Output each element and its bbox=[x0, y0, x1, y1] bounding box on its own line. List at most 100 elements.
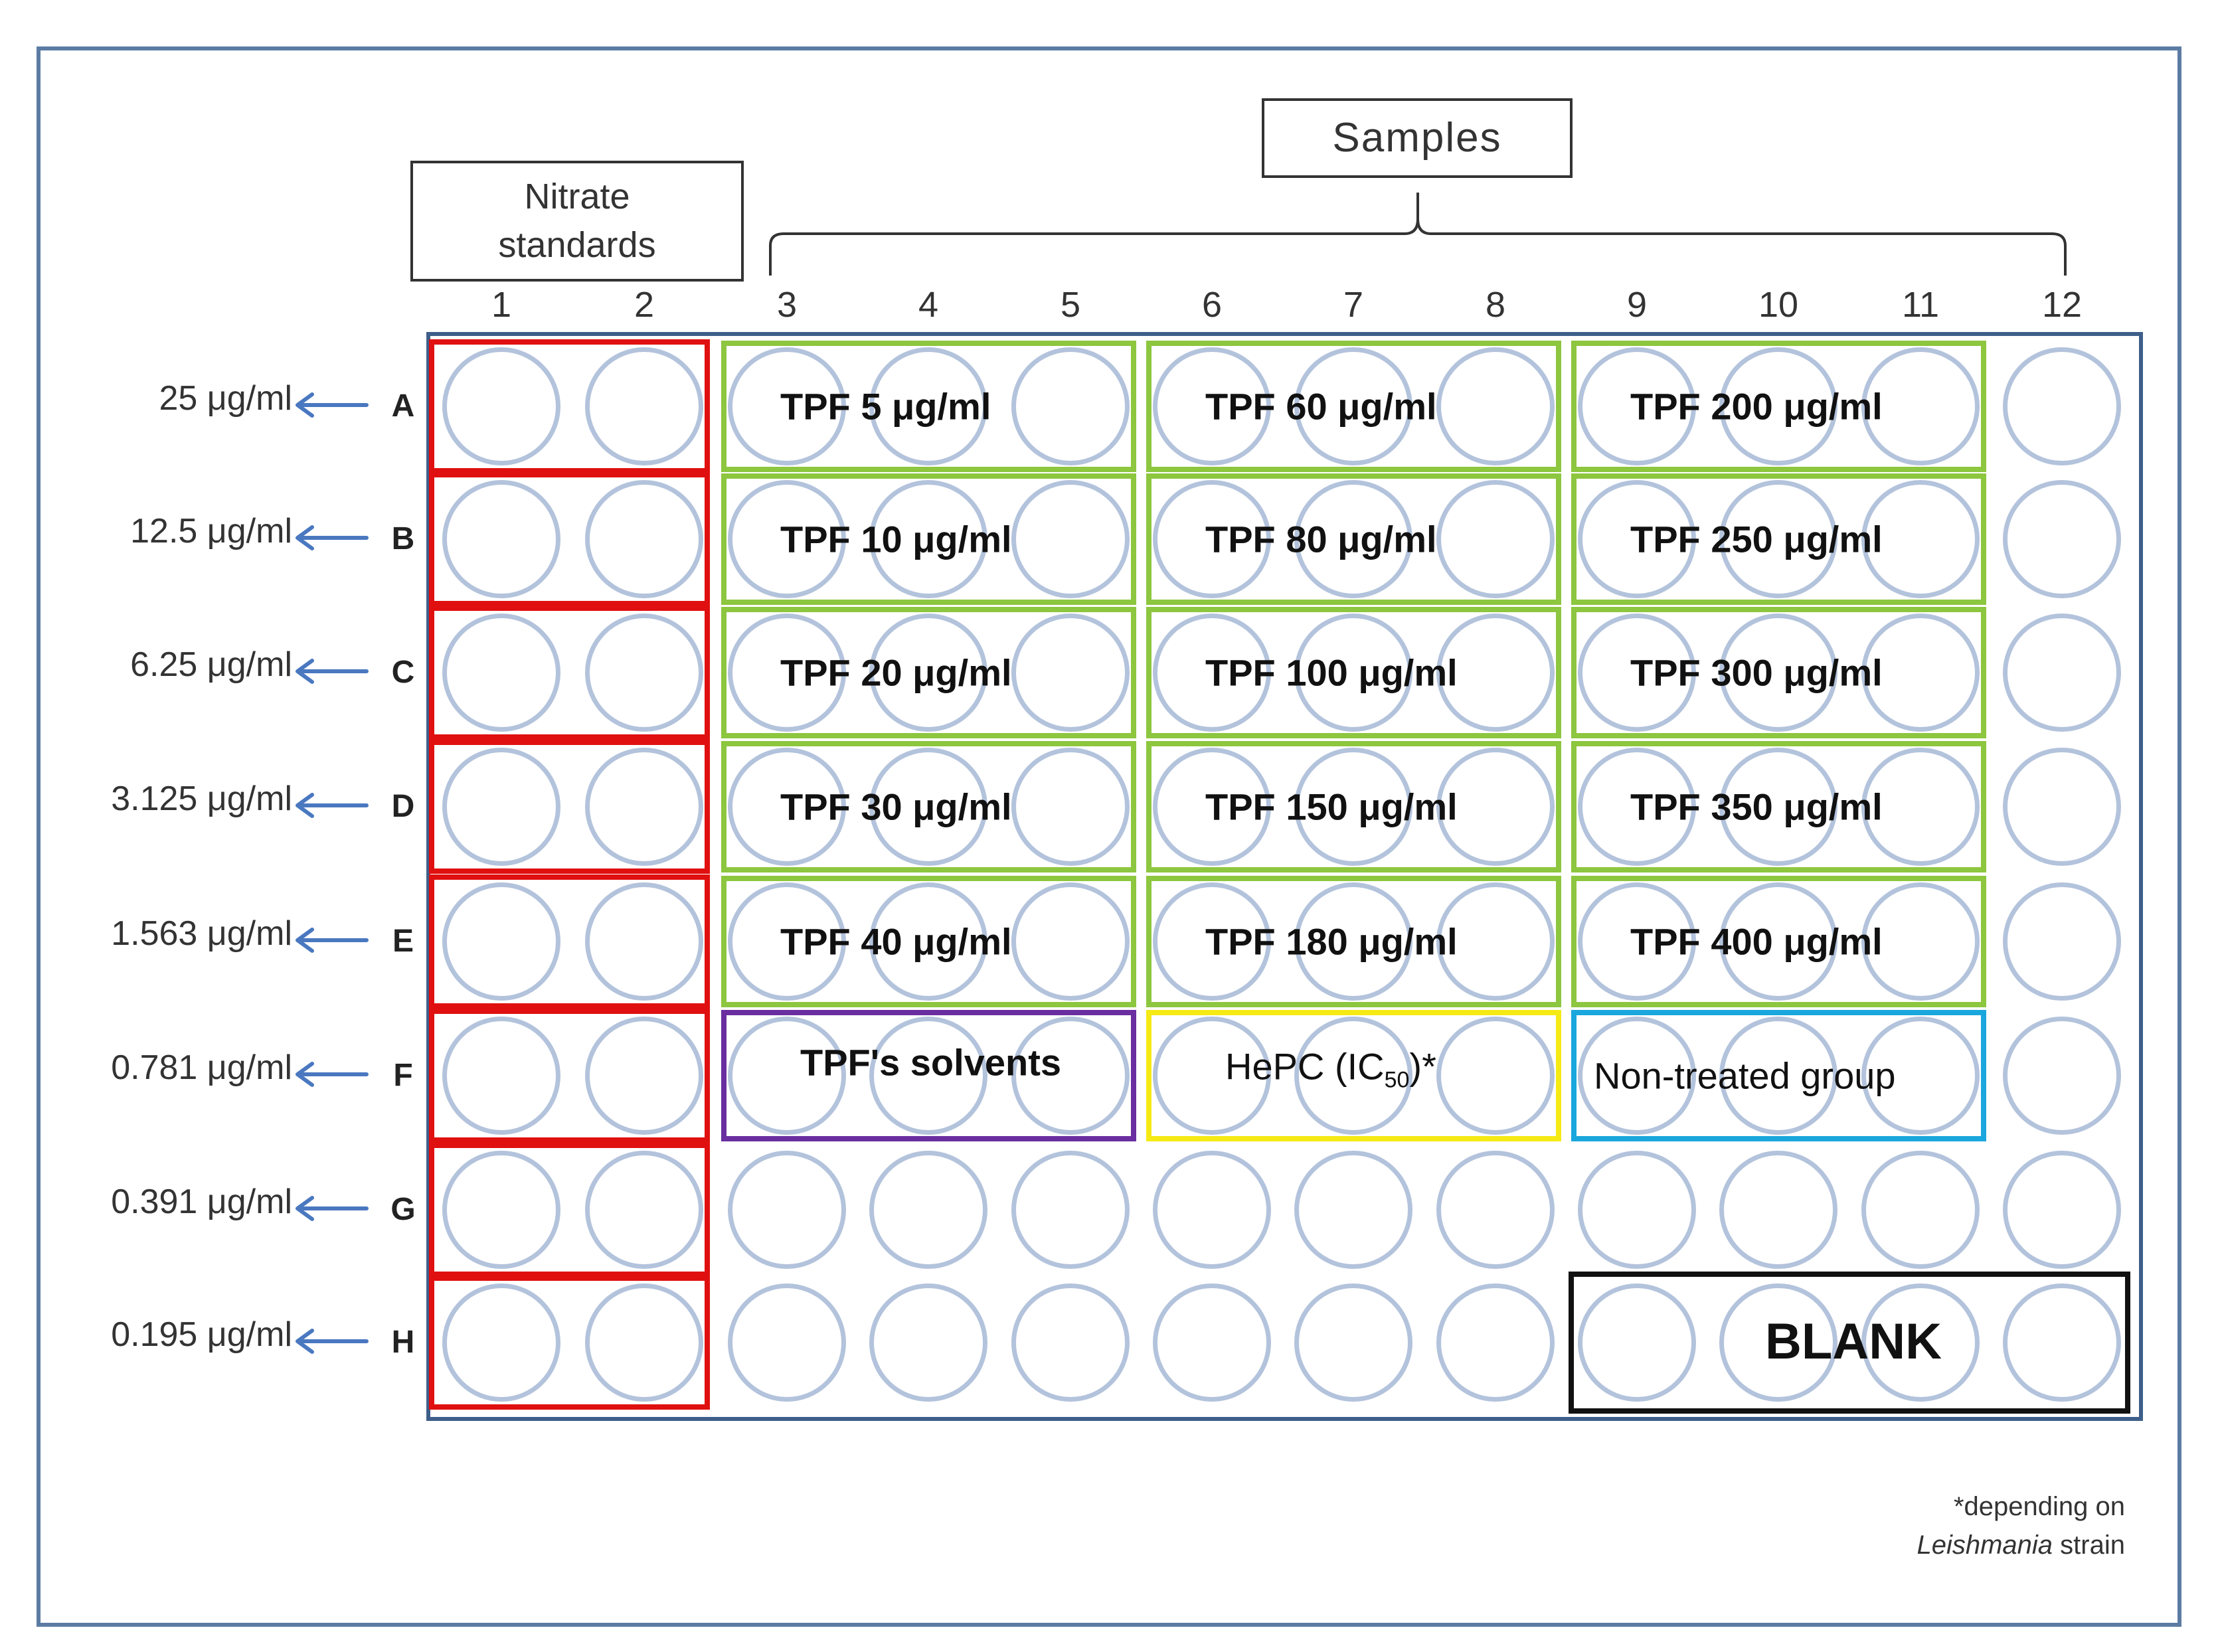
sample-group-label: TPF 10 μg/ml bbox=[780, 518, 1012, 560]
well bbox=[2003, 1017, 2121, 1135]
well bbox=[869, 480, 987, 598]
sample-group bbox=[721, 876, 1136, 1007]
well bbox=[1436, 1151, 1555, 1269]
well bbox=[869, 614, 987, 732]
well bbox=[1153, 480, 1271, 598]
well bbox=[1578, 347, 1696, 465]
samples-brace bbox=[769, 193, 2067, 276]
column-label: 8 bbox=[1485, 285, 1506, 325]
standard-group bbox=[429, 1276, 710, 1410]
left-arrow-icon bbox=[296, 1062, 369, 1087]
column-label: 2 bbox=[634, 285, 655, 325]
well bbox=[2003, 614, 2121, 732]
concentration-label: 3.125 μg/ml bbox=[111, 780, 292, 818]
column-label: 10 bbox=[1758, 285, 1799, 325]
well bbox=[1294, 748, 1412, 866]
concentration-label: 25 μg/ml bbox=[159, 379, 292, 418]
sample-group bbox=[721, 341, 1136, 472]
well bbox=[1861, 480, 1980, 598]
well bbox=[1719, 1283, 1837, 1402]
hepc-subscript: 50 bbox=[1384, 1067, 1410, 1093]
left-arrow-icon bbox=[296, 392, 369, 418]
well bbox=[1153, 1151, 1271, 1269]
well bbox=[442, 480, 560, 598]
well bbox=[585, 614, 703, 732]
left-arrow-icon bbox=[296, 1329, 369, 1354]
sample-group-label: TPF 200 μg/ml bbox=[1630, 385, 1883, 428]
well bbox=[442, 882, 560, 1001]
nitrate-standards-header: Nitrate standards bbox=[410, 161, 744, 282]
nitrate-standards-label: Nitrate standards bbox=[498, 177, 656, 265]
column-label: 11 bbox=[1901, 285, 1940, 325]
well bbox=[2003, 882, 2121, 1001]
standard-group bbox=[429, 1143, 710, 1277]
well bbox=[2003, 1283, 2121, 1402]
well bbox=[442, 1017, 560, 1135]
well bbox=[1861, 347, 1980, 465]
well bbox=[1436, 1017, 1555, 1135]
well bbox=[1436, 347, 1555, 465]
well bbox=[869, 748, 987, 866]
left-arrow-icon bbox=[296, 793, 369, 818]
well bbox=[728, 1283, 846, 1402]
hepc-text: HePC (IC bbox=[1225, 1045, 1385, 1088]
concentration-label: 6.25 μg/ml bbox=[130, 645, 292, 684]
left-arrow-icon bbox=[296, 659, 369, 684]
row-letter: H bbox=[391, 1325, 415, 1360]
well bbox=[728, 480, 846, 598]
row-letter: E bbox=[392, 924, 414, 959]
well bbox=[2003, 748, 2121, 866]
well bbox=[1436, 1283, 1555, 1402]
concentration-label: 12.5 μg/ml bbox=[130, 512, 292, 550]
column-label: 4 bbox=[918, 285, 939, 325]
standard-group bbox=[429, 1009, 710, 1143]
well bbox=[1153, 1017, 1271, 1135]
well bbox=[728, 347, 846, 465]
sample-group-label: TPF 40 μg/ml bbox=[780, 920, 1012, 963]
well bbox=[1294, 1017, 1412, 1135]
well bbox=[1011, 748, 1130, 866]
hepc-label: HePC (IC50)* bbox=[1225, 1044, 1436, 1093]
well bbox=[442, 1283, 560, 1402]
well bbox=[1578, 882, 1696, 1001]
well bbox=[1436, 882, 1555, 1001]
column-label: 9 bbox=[1626, 285, 1648, 325]
sample-group bbox=[1146, 473, 1561, 605]
well bbox=[1011, 1151, 1130, 1269]
well bbox=[1436, 614, 1555, 732]
column-label: 7 bbox=[1343, 285, 1364, 325]
standard-group bbox=[429, 740, 710, 874]
well bbox=[1294, 480, 1412, 598]
well bbox=[1861, 882, 1980, 1001]
sample-group-label: TPF 350 μg/ml bbox=[1630, 785, 1883, 828]
sample-group-label: TPF 5 μg/ml bbox=[780, 385, 991, 428]
sample-group bbox=[1146, 341, 1561, 472]
well bbox=[1294, 614, 1412, 732]
well bbox=[1861, 1017, 1980, 1135]
blank-label: BLANK bbox=[1765, 1313, 1942, 1370]
well bbox=[728, 1151, 846, 1269]
well bbox=[1719, 1151, 1837, 1269]
well bbox=[1578, 480, 1696, 598]
well bbox=[869, 882, 987, 1001]
well bbox=[1011, 882, 1130, 1001]
standard-group bbox=[429, 874, 710, 1009]
sample-group-label: TPF 400 μg/ml bbox=[1630, 920, 1883, 963]
row-letter: A bbox=[391, 388, 415, 424]
concentration-label: 0.781 μg/ml bbox=[111, 1048, 292, 1087]
well-plate bbox=[426, 332, 2143, 1421]
well bbox=[728, 614, 846, 732]
well bbox=[1578, 1283, 1696, 1402]
well bbox=[2003, 480, 2121, 598]
concentration-label: 0.391 μg/ml bbox=[111, 1183, 292, 1221]
well bbox=[1153, 748, 1271, 866]
standard-group bbox=[429, 606, 710, 740]
well bbox=[1153, 347, 1271, 465]
sample-group bbox=[1571, 741, 1986, 872]
sample-group bbox=[1146, 607, 1561, 738]
well bbox=[1011, 614, 1130, 732]
well bbox=[728, 1017, 846, 1135]
well bbox=[1436, 480, 1555, 598]
footnote-genus: Leishmania bbox=[1917, 1530, 2053, 1560]
well bbox=[1719, 614, 1837, 732]
